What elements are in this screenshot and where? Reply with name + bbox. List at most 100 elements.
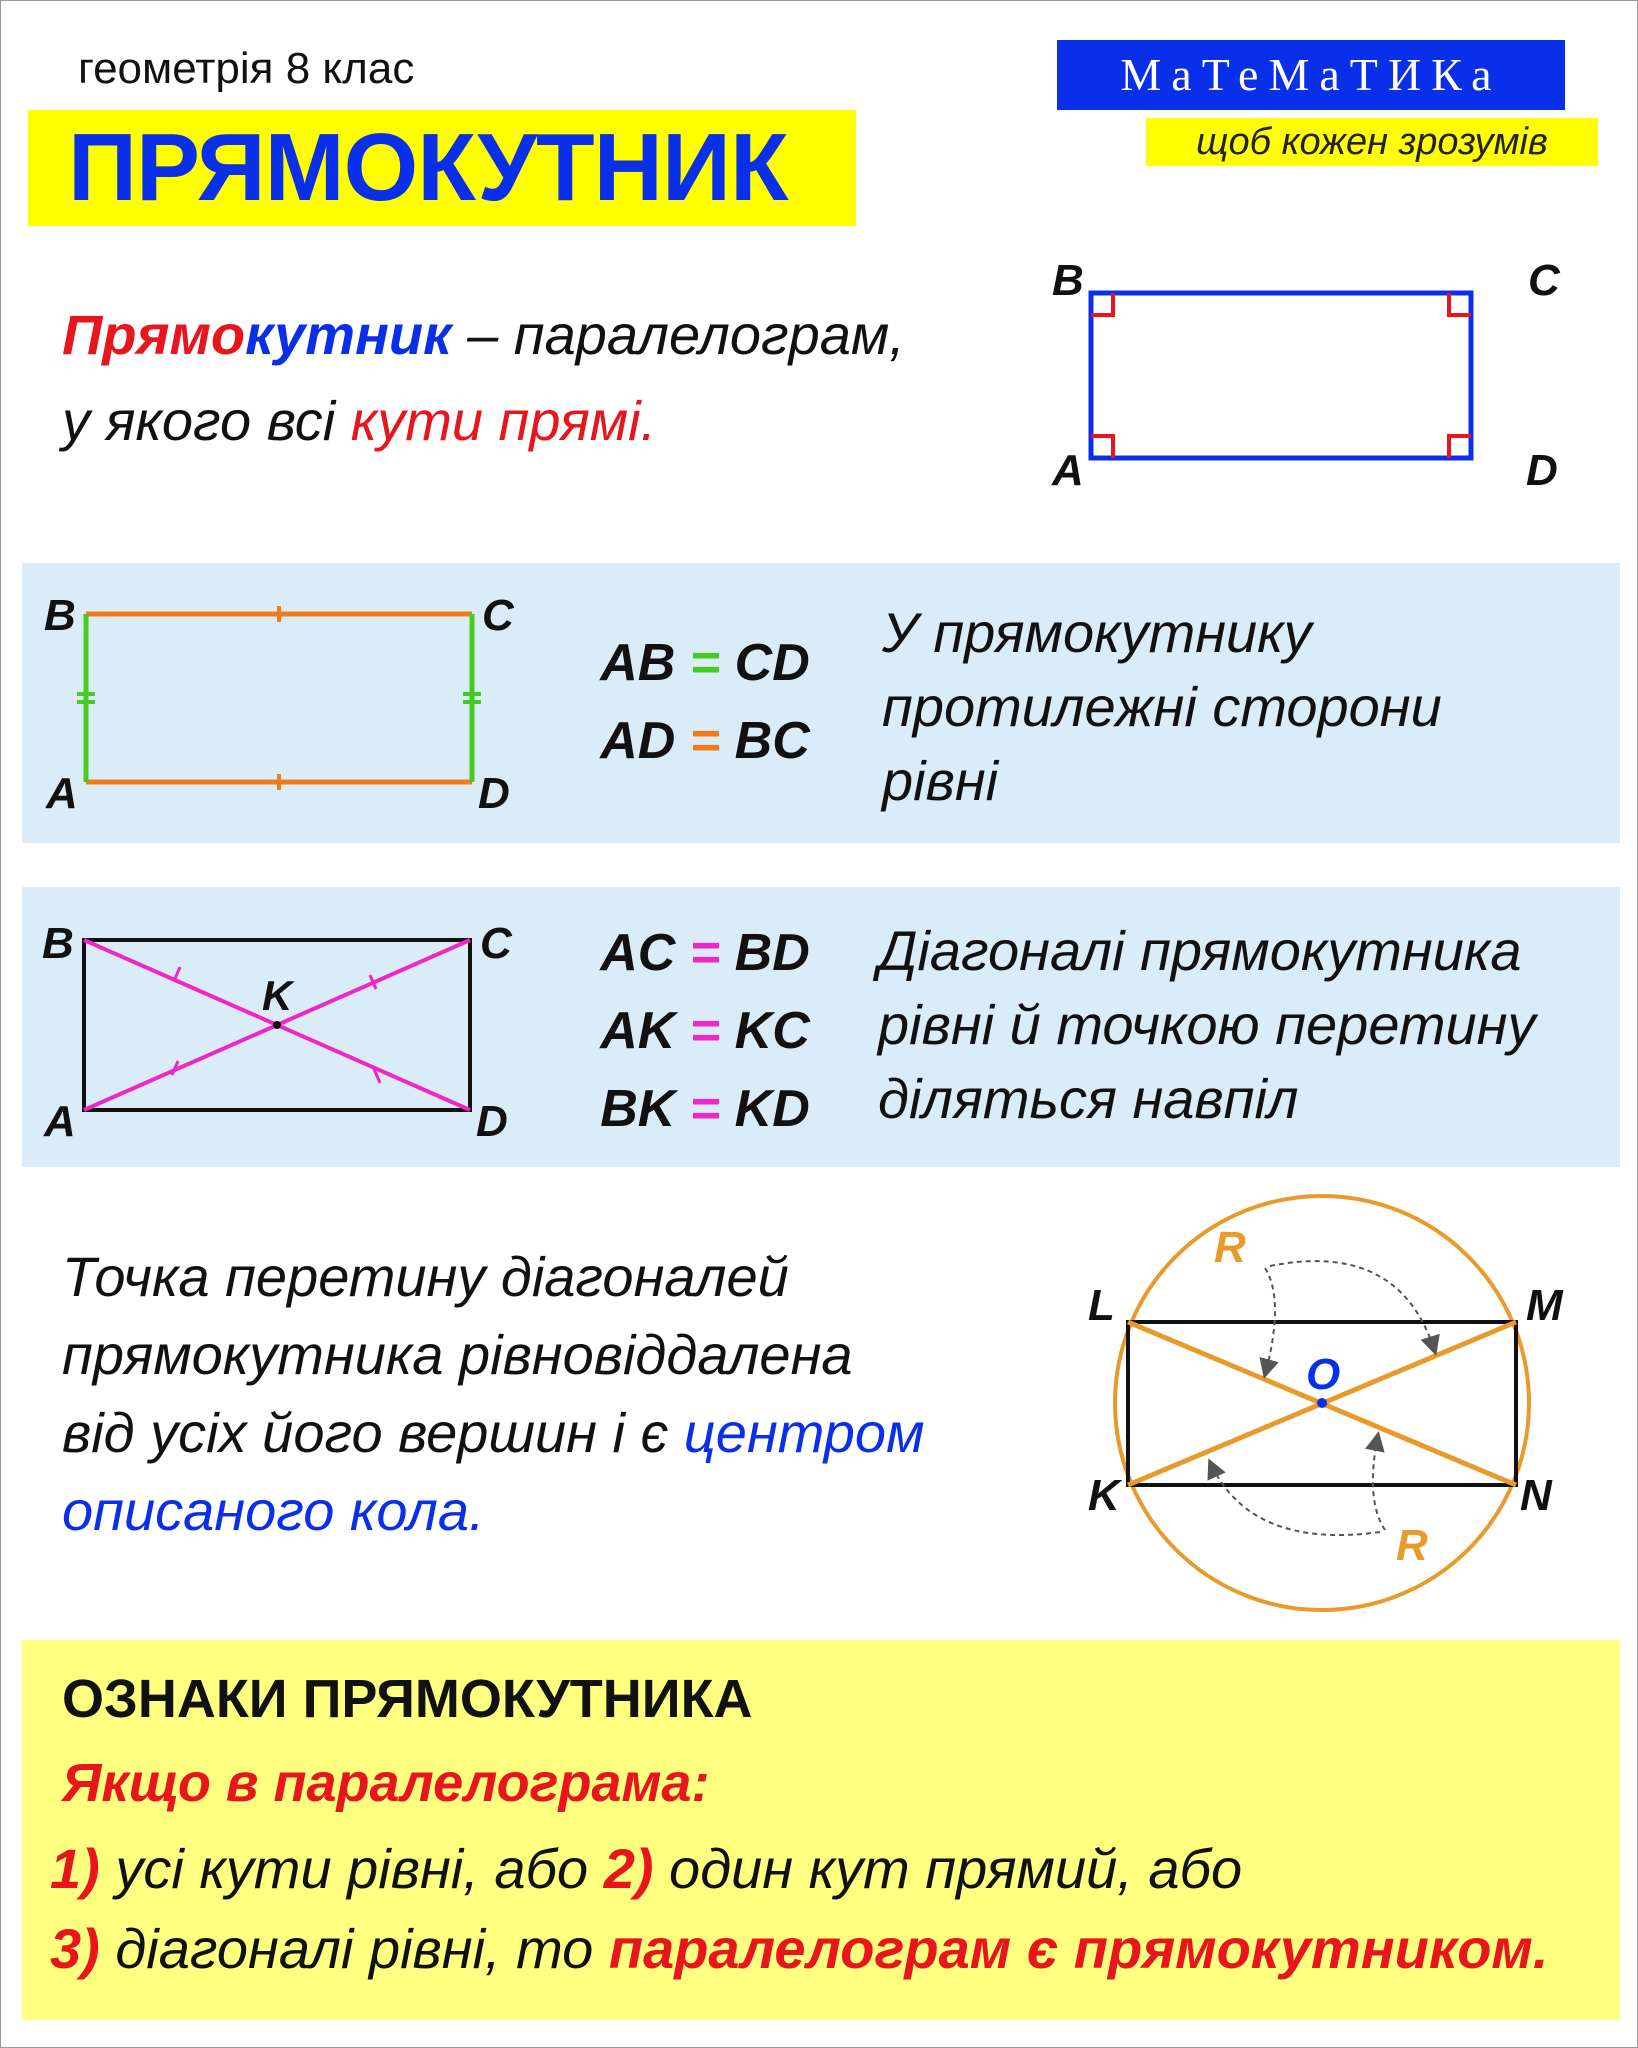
eq-sign: =	[689, 634, 721, 692]
point-label-k: K	[262, 972, 295, 1019]
eq-right: BD	[734, 924, 810, 982]
right-angle-d	[1447, 434, 1471, 458]
eq-sign: =	[689, 1002, 721, 1060]
title-highlight	[28, 110, 856, 226]
center-label-o: O	[1306, 1350, 1340, 1399]
definition-dash-text: – паралелограм,	[451, 303, 905, 366]
statement-circle-words: описаного кола.	[62, 1479, 485, 1542]
statement-line: від усіх його вершин і є	[62, 1401, 684, 1464]
sign-number-3: 3)	[50, 1917, 100, 1980]
intersection-point-k	[273, 1021, 281, 1029]
signs-panel	[22, 1640, 1620, 2020]
radius-arrow-1	[1259, 1267, 1279, 1379]
sign-conclusion: паралелограм є прямокутником.	[608, 1917, 1549, 1980]
statement-line: рівні	[882, 749, 999, 812]
vertex-label-d: D	[476, 1097, 508, 1146]
eq-right: KD	[734, 1080, 810, 1138]
eq-left: AB	[600, 634, 676, 692]
statement-line: протилежні сторони	[882, 675, 1442, 738]
statement-line: прямокутника рівновіддалена	[62, 1323, 853, 1386]
vertex-label-b: B	[1052, 260, 1084, 305]
right-angle-b	[1091, 293, 1115, 317]
vertex-label-d: D	[1526, 446, 1558, 495]
right-angle-c	[1447, 293, 1471, 317]
vertex-label-a: A	[1051, 446, 1084, 495]
radius-arrow-4	[1207, 1458, 1381, 1536]
brand-logo: МаТеМаТИКа	[1120, 49, 1502, 100]
sign-line-2: 3) діагоналі рівні, то паралелограм є пр…	[50, 1916, 1548, 1981]
equality-ac-bd: AC = BD	[570, 914, 840, 992]
circumcenter-statement: Точка перетину діагоналей прямокутника р…	[62, 1238, 924, 1550]
vertex-label-a: A	[43, 1097, 76, 1146]
rectangle-abcd	[82, 938, 472, 1112]
radius-label-r-top: R	[1214, 1223, 1246, 1272]
sign-text-3: діагоналі рівні, то	[99, 1917, 609, 1980]
vertex-label-m: M	[1526, 1281, 1564, 1330]
vertex-label-d: D	[478, 769, 510, 818]
circumscribed-circle	[1113, 1194, 1531, 1612]
statement-line: Точка перетину діагоналей	[62, 1245, 789, 1308]
tick-ak	[170, 1060, 180, 1076]
circumscribed-circle-figure: L M K N O R R	[1088, 1194, 1564, 1612]
sign-text-1: усі кути рівні, або	[99, 1837, 604, 1900]
opposite-sides-panel	[22, 563, 1620, 843]
tick-kc	[368, 974, 378, 990]
vertex-label-l: L	[1088, 1281, 1115, 1330]
tick-bk	[172, 966, 182, 982]
definition-term-part1: Прямо	[62, 303, 246, 366]
signs-subtitle: Якщо в паралелограма:	[62, 1753, 710, 1813]
vertex-label-n: N	[1520, 1471, 1553, 1520]
statement-line: діляться навпіл	[878, 1067, 1299, 1130]
vertex-label-c: C	[482, 591, 515, 640]
subtitle: геометрія 8 клас	[78, 44, 415, 93]
equality-bk-kd: BK = KD	[570, 1070, 840, 1148]
eq-sign: =	[689, 712, 721, 770]
diagonal-equalities: AC = BD AK = KC BK = KD	[570, 914, 840, 1148]
radius-arrow-2	[1269, 1260, 1440, 1356]
eq-sign: =	[689, 1080, 721, 1138]
definition-term-part2: кутник	[245, 303, 452, 366]
signs-title: ОЗНАКИ ПРЯМОКУТНИКА	[62, 1669, 753, 1729]
sides-equalities: AB = CD AD = BC	[570, 624, 840, 780]
diagonals-statement: Діагоналі прямокутника рівні й точкою пе…	[878, 914, 1535, 1136]
vertex-label-c: C	[480, 919, 513, 968]
statement-line: У прямокутнику	[882, 601, 1312, 664]
definition-right-angles: кути прямі.	[350, 389, 657, 452]
vertex-label-a: A	[45, 769, 78, 818]
rectangle-right-angles-figure: B C A D	[1051, 260, 1561, 495]
equality-ak-kc: AK = KC	[570, 992, 840, 1070]
slogan: щоб кожен зрозумів	[1196, 121, 1548, 163]
statement-line: Діагоналі прямокутника	[878, 919, 1522, 982]
equality-ad-bc: AD = BC	[570, 702, 840, 780]
eq-right: CD	[734, 634, 810, 692]
vertex-label-c: C	[1528, 260, 1561, 305]
diagonals-figure: K B C A D	[42, 919, 513, 1146]
tick-kd	[372, 1068, 382, 1084]
eq-right: KC	[734, 1002, 810, 1060]
vertex-label-b: B	[42, 919, 74, 968]
rectangle-lmnk	[1126, 1320, 1518, 1487]
eq-right: BC	[734, 712, 810, 770]
equality-ab-cd: AB = CD	[570, 624, 840, 702]
eq-left: AC	[600, 924, 676, 982]
center-point-o	[1317, 1398, 1327, 1408]
sign-line-1: 1) усі кути рівні, або 2) один кут прями…	[50, 1836, 1242, 1901]
right-angle-a	[1091, 434, 1115, 458]
vertex-label-b: B	[44, 591, 76, 640]
sign-number-1: 1)	[50, 1837, 100, 1900]
eq-sign: =	[689, 924, 721, 982]
diagonals-panel	[22, 887, 1620, 1167]
eq-left: AK	[600, 1002, 676, 1060]
definition-line2: у якого всі	[62, 389, 351, 452]
sign-text-2: один кут прямий, або	[653, 1837, 1243, 1900]
opposite-sides-statement: У прямокутнику протилежні сторони рівні	[882, 596, 1442, 818]
sign-number-2: 2)	[603, 1837, 654, 1900]
slogan-highlight	[1146, 118, 1598, 166]
vertex-label-k: K	[1088, 1471, 1123, 1520]
eq-left: AD	[600, 712, 676, 770]
opposite-sides-figure: B C A D	[44, 591, 515, 818]
page-title: ПРЯМОКУТНИК	[68, 114, 789, 221]
eq-left: BK	[600, 1080, 676, 1138]
definition-text: Прямокутник – паралелограм, у якого всі …	[62, 292, 905, 464]
radius-label-r-bottom: R	[1396, 1521, 1428, 1570]
